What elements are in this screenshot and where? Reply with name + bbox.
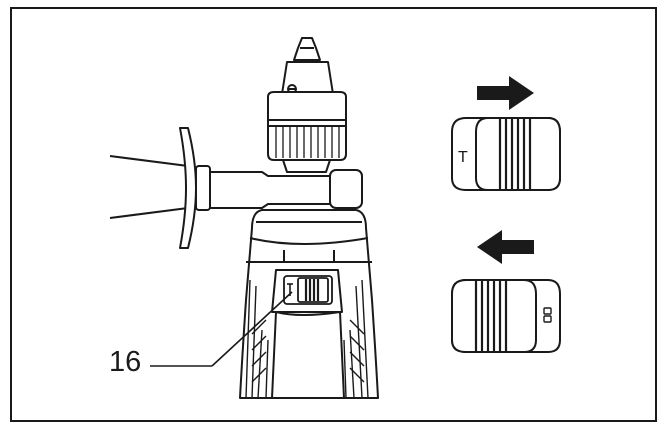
chuck-neck [282,159,331,173]
side-handle-collar [195,165,211,211]
drill-mode-icon: T [458,149,468,166]
side-handle-clamp [329,169,363,209]
side-handle-arm [209,171,343,209]
mode-selector-switch [283,275,333,305]
diagram-border [10,7,657,422]
housing-grip-ribs [245,279,369,399]
chuck-knurling [275,127,340,158]
callout-leader [150,291,293,367]
rotary-hammer-drill [109,37,379,399]
switch-detail-drill-mode [451,117,561,191]
switch-detail-hammer-mode [451,279,561,353]
callout-number: 16 [109,346,142,378]
housing-center-panel [271,311,345,399]
hammer-mode-icon [543,307,552,323]
side-handle-grip [109,155,189,219]
side-handle-flange [179,127,197,249]
arrow-right-icon [477,76,534,110]
arrow-left-icon [477,230,534,264]
